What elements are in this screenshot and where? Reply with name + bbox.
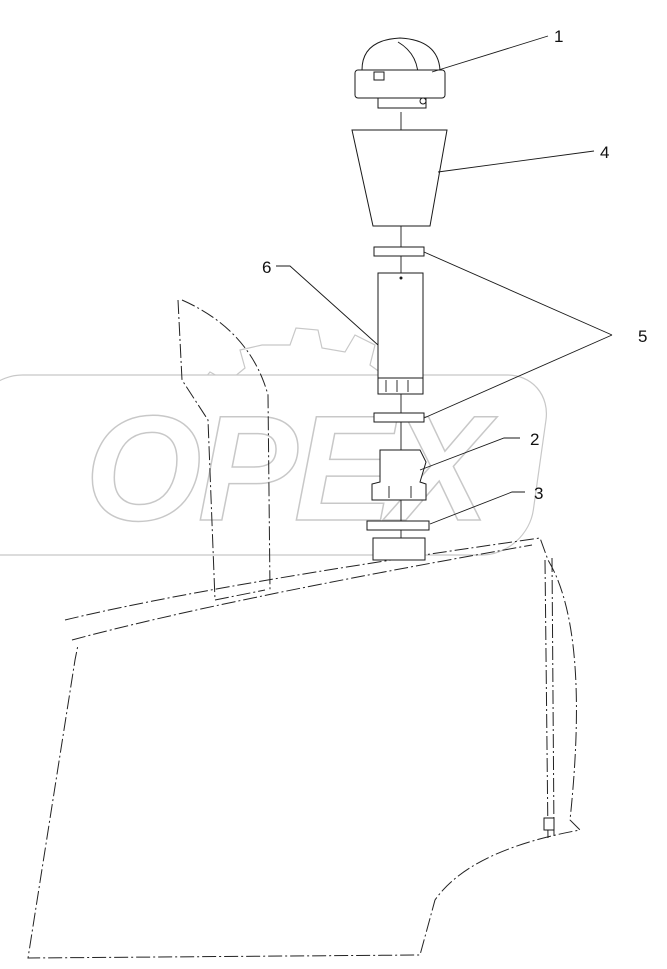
part-3-clamp-ring [366,520,430,531]
callout-6: 6 [262,258,271,277]
part-6-tube [377,272,424,395]
watermark: OPEX [0,327,548,556]
phantom-outline [27,299,582,959]
part-5-ring-upper [373,246,425,257]
leader-lines [276,35,613,525]
mount-stub [372,537,426,561]
callout-3: 3 [534,484,543,503]
part-4-cone-cover [351,129,448,227]
watermark-text: OPEX [85,384,498,552]
part-2-adapter [371,449,427,501]
callout-1: 1 [554,27,563,46]
part-1-beacon-lamp [354,37,446,109]
callouts: 1 4 6 5 2 3 [262,27,647,503]
callout-2: 2 [530,430,539,449]
callout-5: 5 [638,327,647,346]
callout-4: 4 [600,143,609,162]
part-5-ring-lower [373,412,425,423]
